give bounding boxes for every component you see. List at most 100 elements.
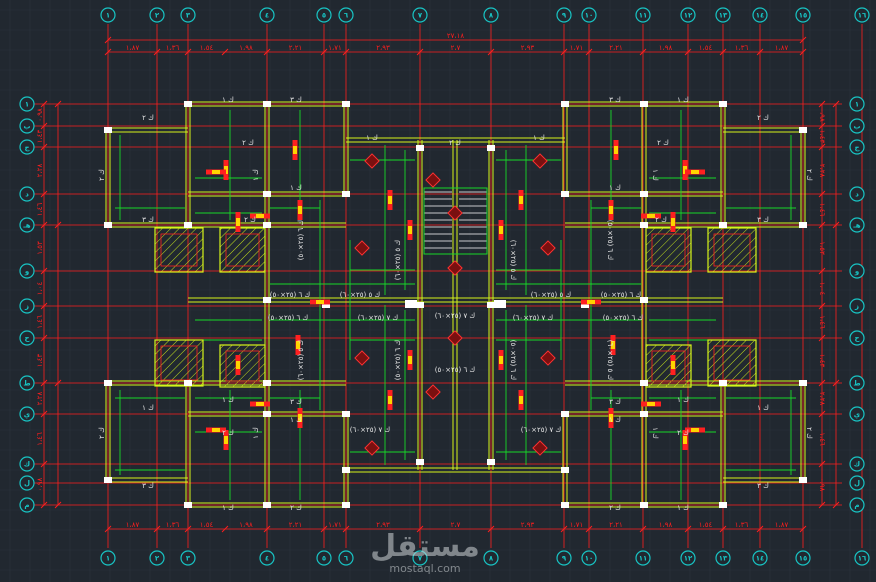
overall-dim-text: ٢٧،١٨ — [447, 32, 465, 40]
left-dim-tick — [40, 190, 48, 198]
shaft-inner-outline — [651, 350, 686, 382]
beam-label: ك ٢ — [244, 216, 256, 224]
axis-bubble-bottom-14-label: ١٤ — [756, 555, 765, 563]
beam-label: (٢٥×٦٠) ك ٥ — [531, 291, 572, 299]
top-dim-tick — [560, 48, 568, 56]
beam-tag — [608, 408, 614, 428]
column — [561, 101, 569, 107]
axis-bubble-left-11-circle — [19, 456, 35, 472]
beam-tag-mark — [224, 436, 228, 444]
axis-bubble-left-6-label: و — [24, 268, 29, 276]
hatched-shaft — [645, 344, 692, 388]
beam-tag-mark — [671, 218, 675, 226]
hatched-shaft — [219, 227, 266, 273]
axis-bubble-left-2: ب — [19, 118, 35, 134]
left-dim-tick — [40, 410, 48, 418]
axis-bubble-top-6-label: ٦ — [344, 12, 349, 20]
axis-bubble-bottom-5-circle — [316, 550, 332, 566]
axis-bubble-top-14: ١٤ — [752, 7, 768, 23]
axis-bubble-top-9: ٩ — [556, 7, 572, 23]
bottom-dim-text: ١،٩٨ — [239, 521, 253, 529]
column — [494, 300, 506, 308]
axis-bubble-top-4: ٤ — [259, 7, 275, 23]
axis-bubble-bottom-1: ١ — [100, 550, 116, 566]
column — [719, 222, 727, 228]
axis-bubble-bottom-13-label: ١٣ — [719, 555, 728, 563]
column — [799, 222, 807, 228]
axis-bubble-right-5: هـ — [849, 217, 865, 233]
column — [263, 191, 271, 197]
axis-bubble-top-5: ٥ — [316, 7, 332, 23]
beam-label: ك ١ — [609, 184, 621, 192]
axis-bubble-bottom-1-label: ١ — [106, 555, 110, 563]
beam-label: (٢٥×٦٠) ك ٧ — [350, 426, 391, 434]
left-dim-outer-tick — [54, 379, 62, 387]
right-dim-tick — [818, 334, 826, 342]
axis-bubble-left-3-circle — [19, 139, 35, 155]
beam-tag-mark — [587, 300, 595, 304]
axis-bubble-top-6-circle — [338, 7, 354, 23]
axis-bubble-right-3: ج — [849, 139, 865, 155]
column — [487, 302, 495, 308]
beam-tag — [498, 220, 504, 240]
axis-bubble-right-7-circle — [849, 298, 865, 314]
beam-tag-mark — [691, 170, 699, 174]
top-dim-tick — [639, 48, 647, 56]
column — [487, 459, 495, 465]
beam-label: (٢٥×٥٠) ك ٦ — [606, 220, 614, 261]
axis-bubble-left-5-label: هـ — [22, 222, 30, 230]
beam-tag — [518, 390, 524, 410]
column — [416, 459, 424, 465]
axis-bubble-top-8-label: ٨ — [489, 12, 494, 20]
axis-bubble-bottom-6-circle — [338, 550, 354, 566]
column — [184, 380, 192, 386]
beam-tag — [235, 212, 241, 232]
beam-label: ك ١ — [142, 404, 154, 412]
beam-tag-mark — [256, 402, 264, 406]
beam-label: ك ٢ — [222, 429, 234, 437]
left-dim-outer-tick — [54, 501, 62, 509]
top-dim-text: ١،٣٦ — [166, 44, 180, 52]
axis-bubble-left-12-label: ل — [24, 480, 30, 488]
axis-bubble-right-7-label: ز — [854, 303, 859, 311]
top-dim-tick — [263, 48, 271, 56]
axis-bubble-right-7: ز — [849, 298, 865, 314]
slab-marker — [447, 260, 463, 276]
axis-bubble-top-15: ١٥ — [795, 7, 811, 23]
axis-bubble-right-11-circle — [849, 456, 865, 472]
beam-label: ك ٢ — [655, 216, 667, 224]
column — [640, 502, 648, 508]
column — [184, 502, 192, 508]
axis-bubble-top-1-circle — [100, 7, 116, 23]
beam-tag — [518, 190, 524, 210]
axis-bubble-right-8-label: ح — [854, 335, 860, 343]
slab-marker — [447, 205, 463, 221]
axis-bubble-bottom-9-label: ٩ — [562, 555, 567, 563]
axis-bubble-left-2-label: ب — [23, 123, 30, 131]
right-dim-text: ٠،٩٨ — [818, 478, 826, 492]
beam-tag — [310, 299, 330, 305]
column — [263, 502, 271, 508]
axis-bubble-bottom-7-label: ٧ — [418, 555, 423, 563]
left-dim-text: ٢،٢٨ — [36, 163, 44, 177]
axis-bubble-top-7-circle — [412, 7, 428, 23]
axis-bubble-left-12: ل — [19, 475, 35, 491]
axis-bubble-bottom-11-label: ١١ — [639, 555, 648, 563]
top-dim-tick — [684, 48, 692, 56]
axis-bubble-top-3: ٣ — [180, 7, 196, 23]
beam-label: ك ١ — [290, 416, 302, 424]
left-dim-tick — [40, 379, 48, 387]
top-dim-tick — [719, 48, 727, 56]
column — [581, 302, 589, 308]
column — [263, 222, 271, 228]
axis-bubble-top-12-circle — [680, 7, 696, 23]
beam-tag-mark — [298, 414, 302, 422]
column — [640, 380, 648, 386]
beam-label: ك ١ — [677, 396, 689, 404]
axis-bubble-top-14-circle — [752, 7, 768, 23]
axis-bubble-bottom-8-label: ٨ — [489, 555, 494, 563]
axis-bubble-top-5-circle — [316, 7, 332, 23]
slab-marker — [354, 240, 370, 256]
